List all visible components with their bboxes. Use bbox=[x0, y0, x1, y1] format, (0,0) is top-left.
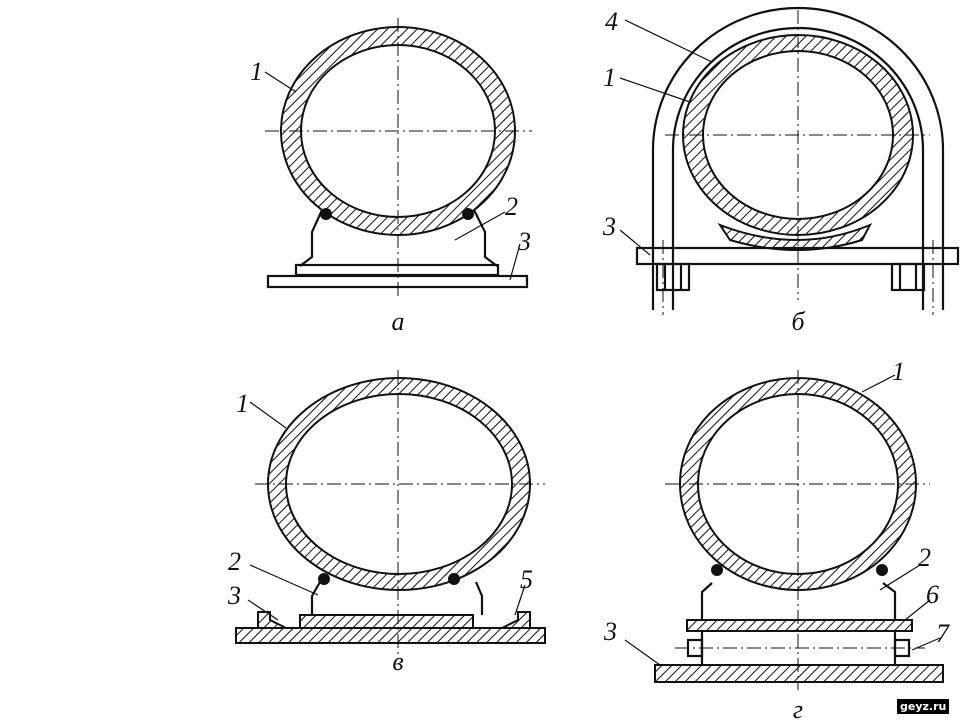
label-1: 1 bbox=[892, 357, 905, 386]
label-2: 2 bbox=[918, 543, 931, 572]
caption-b: б bbox=[791, 307, 805, 336]
weld bbox=[320, 208, 332, 220]
figure-b: 4 1 3 б bbox=[602, 6, 960, 336]
label-5: 5 bbox=[520, 565, 533, 594]
clamp bbox=[257, 611, 287, 629]
label-1: 1 bbox=[250, 57, 263, 86]
pad-plate bbox=[299, 614, 474, 629]
caption-v: в bbox=[392, 647, 403, 676]
support-bracket bbox=[310, 581, 484, 615]
label-1: 1 bbox=[603, 63, 616, 92]
label-3: 3 bbox=[517, 227, 531, 256]
figure-g: 1 2 6 7 3 г bbox=[603, 357, 950, 720]
figure-a: 1 2 3 а bbox=[250, 18, 532, 336]
weld bbox=[462, 208, 474, 220]
label-2: 2 bbox=[505, 192, 518, 221]
label-1: 1 bbox=[236, 389, 249, 418]
base-plate bbox=[654, 664, 944, 683]
watermark: geyz.ru bbox=[897, 699, 950, 714]
label-3: 3 bbox=[603, 617, 617, 646]
label-7: 7 bbox=[936, 619, 950, 648]
figure-v: 1 2 3 5 в bbox=[227, 370, 546, 676]
label-4: 4 bbox=[605, 7, 618, 36]
base-plate bbox=[235, 627, 546, 644]
nut bbox=[655, 262, 691, 292]
caption-a: а bbox=[392, 307, 405, 336]
support-bracket bbox=[299, 209, 498, 267]
label-2: 2 bbox=[228, 547, 241, 576]
nut bbox=[890, 262, 926, 292]
pad-plate bbox=[294, 263, 500, 277]
caption-g: г bbox=[793, 695, 803, 720]
pad-plate-6 bbox=[686, 619, 913, 632]
label-3: 3 bbox=[602, 212, 616, 241]
label-3: 3 bbox=[227, 581, 241, 610]
label-6: 6 bbox=[926, 580, 939, 609]
clamp bbox=[501, 611, 531, 629]
